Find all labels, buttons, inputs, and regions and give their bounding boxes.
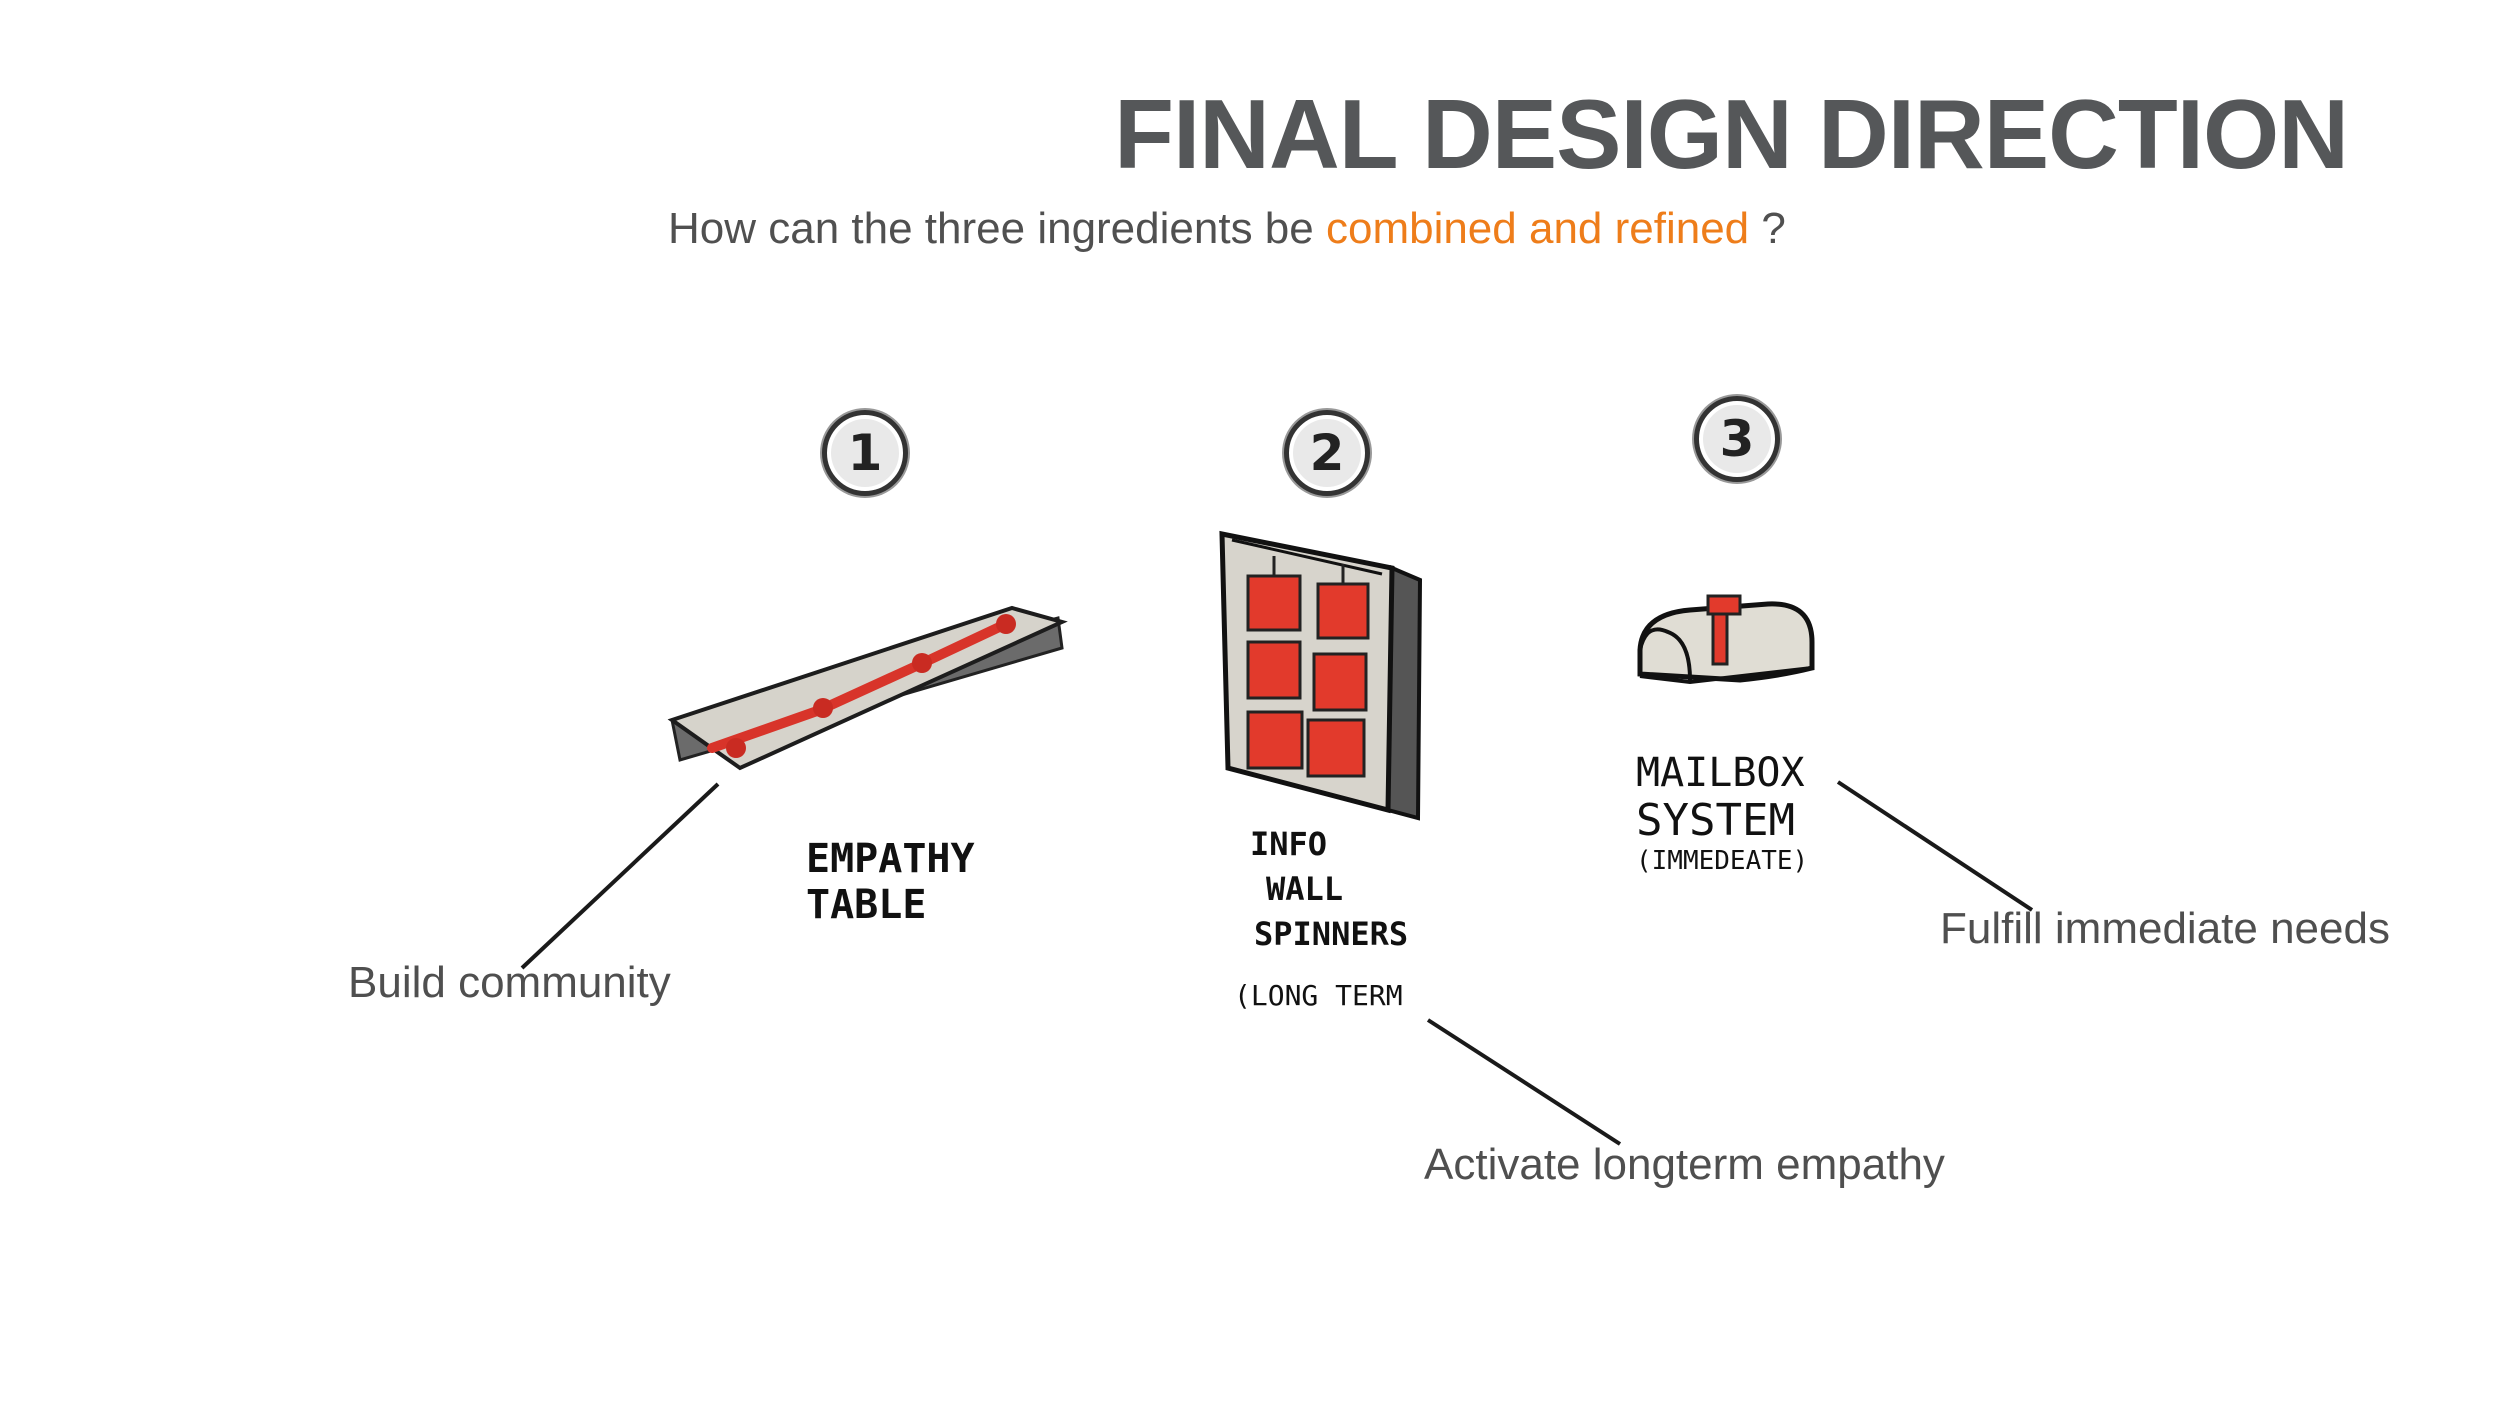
label-3-line-3: (IMMEDEATE) [1636,845,1809,876]
handwritten-label-3: MAILBOX SYSTEM (IMMEDEATE) [1636,750,1808,876]
info-wall-icon [1219,530,1423,821]
label-1-line-1: EMPATHY [806,836,975,882]
label-2-line-3: SPINNERS [1254,914,1409,953]
subtitle-suffix: ? [1761,204,1786,253]
slide-subtitle: How can the three ingredients be combine… [668,204,1786,254]
subtitle-prefix: How can the three ingredients be [668,204,1314,253]
label-2-line-2: WALL [1266,869,1344,908]
handwritten-label-1: EMPATHY TABLE [806,836,975,928]
label-3-line-1: MAILBOX [1636,750,1805,796]
step-badge-3: 3 [1694,396,1780,482]
slide-title: FINAL DESIGN DIRECTION [1114,79,2349,189]
table-icon [667,605,1068,771]
handwritten-note-2: (LONG TERM [1234,979,1403,1012]
step-badge-1: 1 [822,410,908,496]
subtitle-highlight: combined and refined [1325,204,1750,253]
label-1-line-2: TABLE [806,882,927,928]
step-badge-2: 2 [1284,410,1370,496]
mailbox-icon [1637,594,1815,685]
label-3-line-2: SYSTEM [1636,795,1795,846]
handwritten-label-2: INFO WALL SPINNERS [1250,822,1408,956]
label-2-line-1: INFO [1250,825,1328,863]
caption-build-community: Build community [348,958,671,1007]
caption-fulfill-immediate-needs: Fulfill immediate needs [1940,904,2390,953]
leader-lines [520,780,2034,1146]
caption-activate-longterm-empathy: Activate longterm empathy [1424,1140,1945,1189]
